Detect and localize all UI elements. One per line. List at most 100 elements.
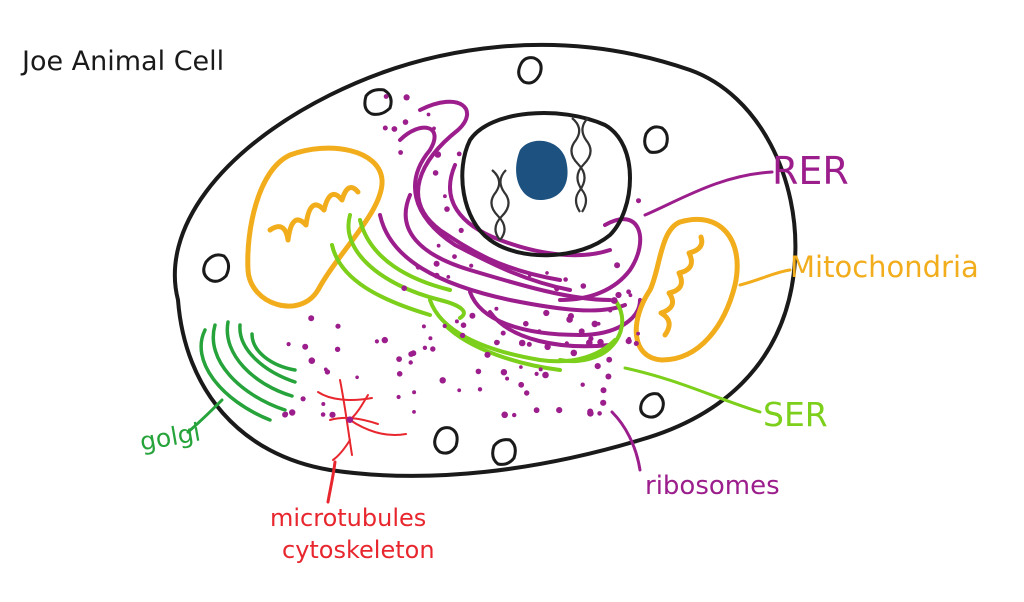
ribosome-dot — [391, 126, 398, 132]
vacuoles — [202, 56, 669, 466]
ribosome-dot — [308, 357, 316, 365]
ribosome-dot — [454, 319, 459, 324]
ribosomes-group — [282, 94, 641, 424]
ribosome-dot — [606, 356, 613, 363]
leader-lines — [186, 170, 792, 504]
ribosome-dot — [538, 367, 543, 372]
ribosome-dot — [587, 410, 594, 417]
ribosome-dot — [500, 369, 508, 376]
ribosome-dot — [383, 94, 389, 99]
ribosome-dot — [500, 330, 506, 336]
ribosome-dot — [408, 351, 414, 357]
ribosome-dot — [355, 375, 359, 380]
vacuole — [639, 392, 665, 419]
ribosome-dot — [542, 371, 549, 379]
ser-tubule — [428, 298, 617, 364]
ribosome-dot — [567, 313, 575, 320]
ribosome-dot — [588, 336, 594, 342]
rer-membrane — [468, 290, 642, 338]
ribosome-dot — [456, 151, 462, 157]
cell-membrane — [172, 42, 798, 478]
ribosome-dot — [289, 409, 296, 416]
rer-label: RER — [772, 149, 849, 193]
ribosome-dot — [563, 277, 568, 282]
ser-tubule — [358, 218, 452, 292]
ribosome-dot — [412, 390, 417, 395]
ribosome-dot — [432, 126, 436, 131]
ribosome-dot — [495, 340, 500, 345]
mitochondrion-left-cristae — [267, 185, 361, 243]
vacuole — [643, 125, 669, 154]
ribosome-dot — [505, 376, 510, 381]
ribosome-dot — [432, 170, 439, 176]
ribosome-dot — [421, 324, 426, 329]
ser-tubule — [346, 213, 466, 320]
ribosome-dot — [578, 328, 585, 335]
ribosome-dot — [597, 411, 602, 416]
ribosome-dot — [381, 336, 388, 344]
microtubules-leader-line — [326, 460, 337, 504]
golgi-leader-line — [186, 398, 224, 434]
ribosome-dot — [628, 293, 633, 298]
ribosome-dot — [402, 119, 409, 125]
ribosome-dot — [524, 390, 530, 396]
ribosome-dot — [334, 346, 341, 352]
ribosome-dot — [308, 315, 315, 322]
ribosome-dot — [610, 297, 618, 304]
dna-strands — [490, 117, 592, 241]
ribosomes-label: ribosomes — [645, 471, 780, 501]
ribosome-dot — [519, 365, 523, 369]
ribosome-dot — [469, 263, 474, 268]
ribosome-dot — [544, 343, 551, 351]
ribosome-dot — [526, 341, 532, 347]
golgi-apparatus — [199, 320, 297, 422]
ribosome-dot — [605, 373, 612, 380]
ribosome-dot — [543, 309, 550, 317]
ribosome-dot — [518, 339, 526, 347]
ribosome-dot — [433, 260, 440, 267]
mitochondrion-right-cristae — [658, 234, 705, 338]
rer-membrane — [398, 125, 572, 292]
smooth-er — [330, 213, 625, 372]
rer-membrane — [403, 193, 612, 302]
ser-label: SER — [763, 395, 828, 434]
ribosome-dot — [597, 338, 604, 346]
ribosome-dot — [460, 322, 467, 329]
ribosome-dot — [408, 360, 413, 365]
cytoskeleton-label: cytoskeleton — [282, 536, 435, 564]
mitochondria — [245, 145, 740, 363]
ribosome-dot — [633, 341, 639, 346]
ribosome-dot — [614, 262, 621, 269]
ribosome-dot — [533, 407, 540, 414]
microtubules-cytoskeleton — [317, 379, 407, 461]
rer-membrane — [378, 213, 627, 313]
ribosome-dot — [600, 399, 607, 406]
ribosome-dot — [396, 356, 402, 362]
ribosome-dot — [580, 283, 587, 289]
ribosome-dot — [382, 125, 388, 131]
ribosome-dot — [300, 396, 306, 402]
ribosome-dot — [439, 377, 446, 384]
ribosome-dot — [444, 206, 450, 212]
ribosome-dot — [570, 349, 578, 357]
mitochondria-leader-line — [738, 268, 792, 287]
vacuole — [363, 88, 393, 116]
ribosome-dot — [329, 411, 336, 418]
ribosome-dot — [335, 323, 341, 329]
ribosome-dot — [321, 402, 326, 406]
mitochondria-label: Mitochondria — [790, 250, 979, 284]
ribosome-dot — [537, 329, 542, 334]
ribosome-dot — [422, 345, 428, 350]
ribosome-dot — [412, 410, 416, 414]
ribosome-dot — [556, 407, 563, 414]
vacuole — [433, 426, 459, 455]
ribosome-dot — [320, 412, 326, 417]
nucleolus — [516, 140, 568, 200]
mitochondrion-right-outer — [633, 216, 740, 363]
ribosome-dot — [396, 394, 401, 400]
ribosome-dot — [443, 194, 447, 199]
ribosome-dot — [594, 363, 601, 370]
ribosome-dot — [580, 382, 585, 387]
ribosome-dot — [564, 341, 569, 346]
